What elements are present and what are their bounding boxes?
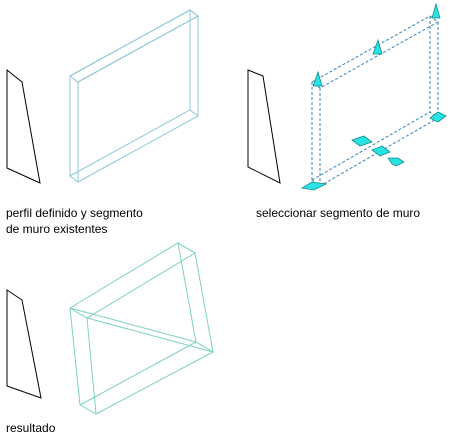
- direction-arrow-grip-icon[interactable]: [351, 135, 373, 147]
- grip-group: [300, 2, 447, 191]
- triangle-grip-icon[interactable]: [431, 2, 441, 19]
- triangle-grip-icon[interactable]: [300, 181, 328, 191]
- caption-existing-line1: perfil definido y segmento: [6, 206, 143, 220]
- wall-segment-selected: [311, 15, 439, 187]
- caption-result: resultado: [6, 421, 56, 435]
- profile-shape-select: [247, 69, 281, 184]
- profile-shape-result: [6, 289, 42, 399]
- profile-shape-existing: [6, 68, 41, 184]
- result-panel: [6, 242, 214, 415]
- direction-arrow-grip-icon[interactable]: [387, 157, 405, 167]
- wall-segment-result: [69, 242, 214, 415]
- existing-panel: [6, 9, 199, 184]
- direction-arrow-grip-icon[interactable]: [371, 145, 391, 157]
- select-panel: [247, 2, 447, 191]
- triangle-grip-icon[interactable]: [429, 111, 447, 123]
- caption-existing-line2: de muro existentes: [6, 222, 108, 236]
- triangle-grip-icon[interactable]: [312, 70, 323, 87]
- wall-segment-existing: [69, 9, 199, 183]
- triangle-grip-icon[interactable]: [372, 38, 383, 55]
- caption-select: seleccionar segmento de muro: [256, 206, 421, 220]
